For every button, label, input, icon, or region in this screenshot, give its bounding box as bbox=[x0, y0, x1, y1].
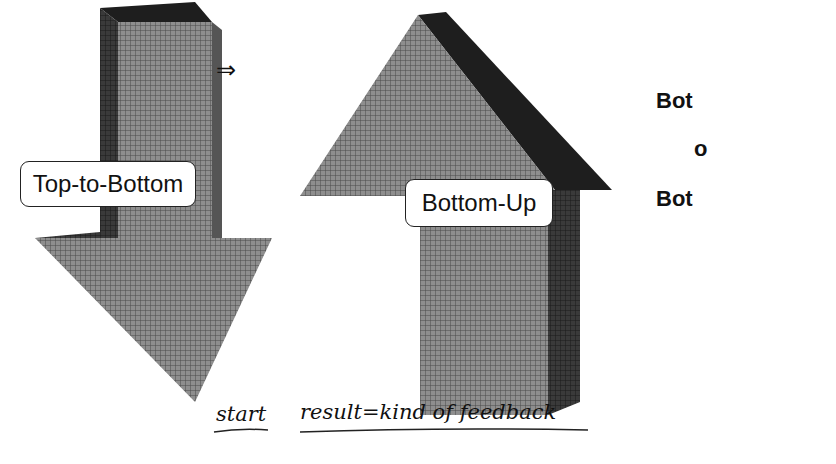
handwritten-note: result=kind of feedback bbox=[300, 400, 556, 424]
label-box: Bottom-Up bbox=[405, 179, 553, 227]
cut-text: Bot bbox=[656, 88, 693, 114]
box-label: Top-to-Bottom bbox=[33, 171, 184, 197]
underline bbox=[300, 429, 588, 432]
down-arrow bbox=[35, 22, 272, 402]
up-arrow bbox=[300, 15, 555, 415]
arrow-side-face bbox=[548, 190, 580, 415]
box-label: Bottom-Up bbox=[422, 190, 537, 216]
cut-text: o bbox=[694, 136, 707, 162]
label-box: Top-to-Bottom bbox=[20, 161, 196, 207]
handwritten-note: start bbox=[216, 402, 266, 426]
underline bbox=[214, 429, 268, 432]
arrow-symbol: ⇒ bbox=[216, 56, 236, 84]
cut-text: Bot bbox=[656, 186, 693, 212]
arrow-shade bbox=[212, 22, 222, 238]
arrow-top-face bbox=[100, 2, 212, 22]
